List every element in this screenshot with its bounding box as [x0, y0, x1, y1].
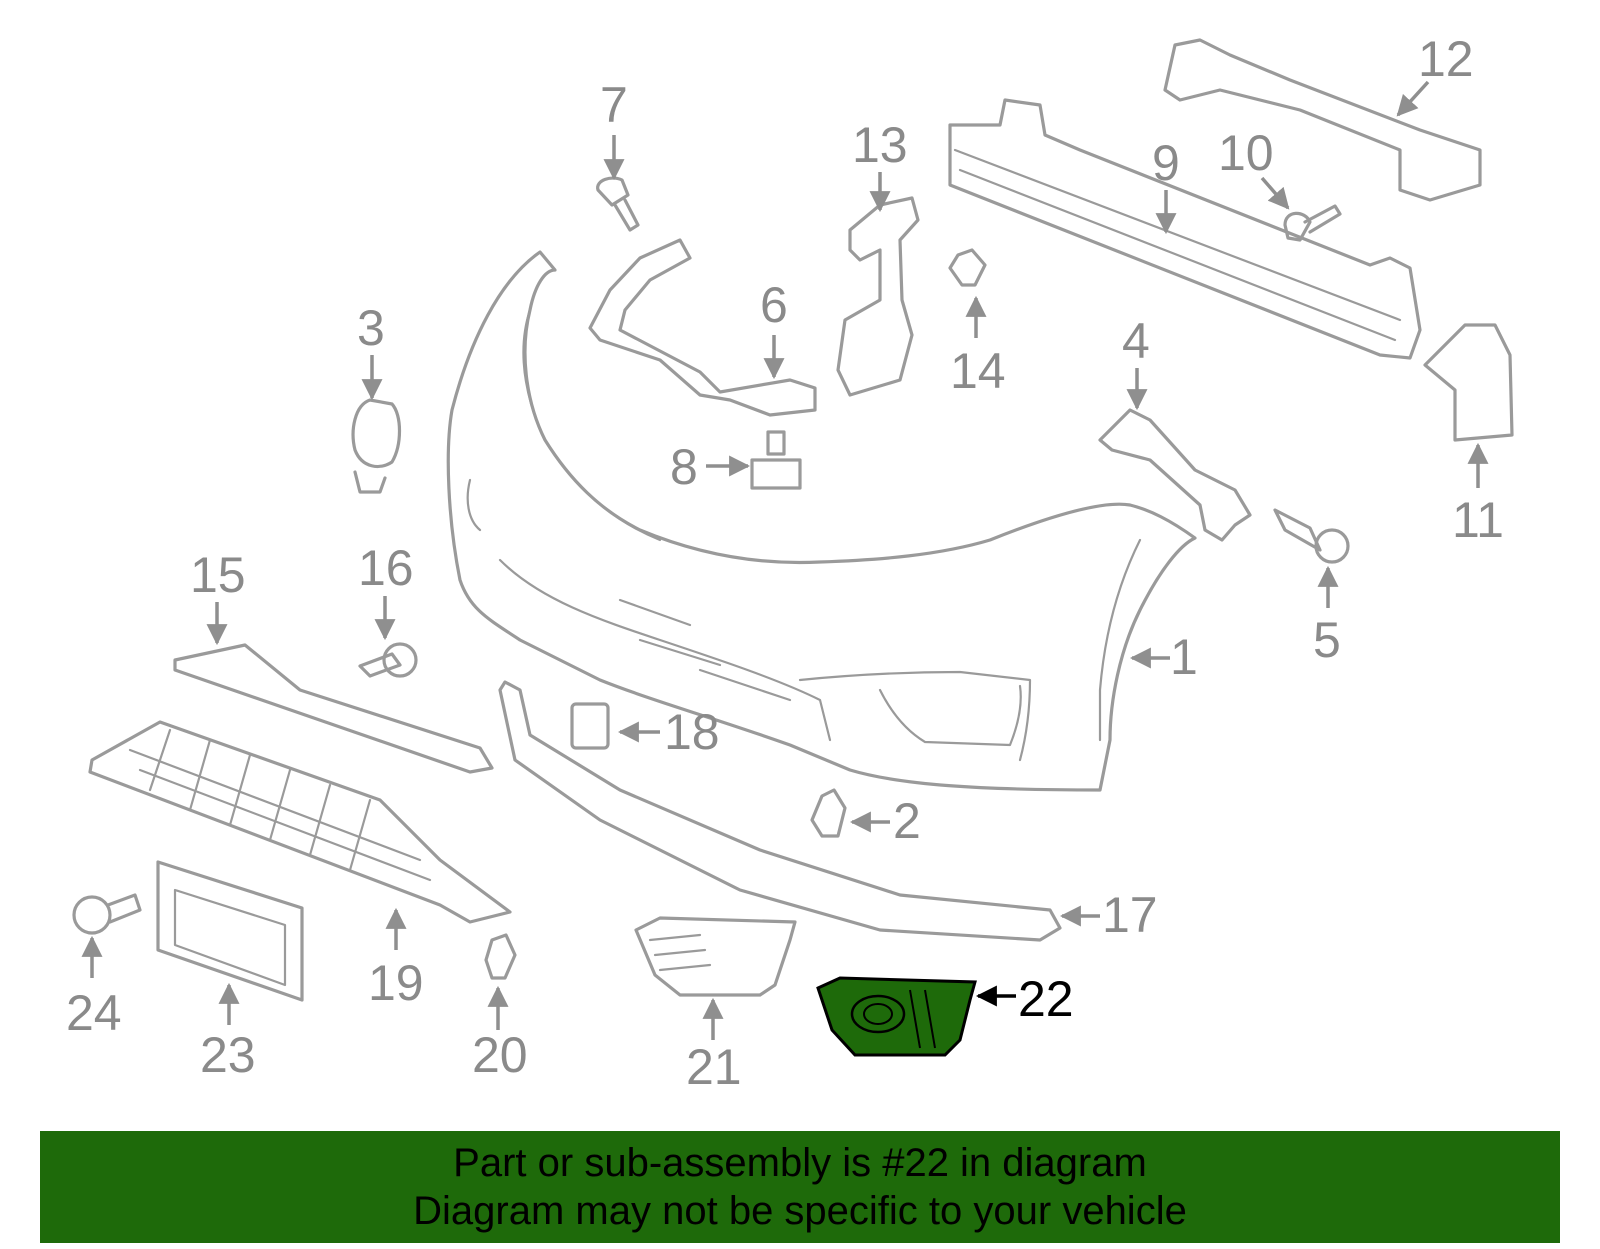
part-18-nut — [570, 702, 610, 750]
callout-4: 4 — [1122, 313, 1150, 369]
callout-23: 23 — [200, 1027, 256, 1083]
part-12-absorber — [1163, 38, 1482, 202]
callout-13: 13 — [852, 117, 908, 173]
part-19-lower-grille — [88, 720, 512, 924]
part-9-reinforcement — [948, 98, 1422, 360]
callout-22: 22 — [1018, 971, 1074, 1027]
callout-5: 5 — [1313, 612, 1341, 668]
callout-1: 1 — [1170, 629, 1198, 685]
callout-7: 7 — [600, 77, 628, 133]
callout-17: 17 — [1102, 887, 1158, 943]
callout-10: 10 — [1218, 125, 1274, 181]
part-6-bracket — [588, 238, 817, 417]
part-22-highlighted-garnish — [816, 976, 977, 1057]
callout-11: 11 — [1452, 492, 1504, 548]
callout-12: 12 — [1418, 31, 1474, 87]
part-24-screw — [72, 893, 142, 935]
part-7-bolt — [596, 176, 640, 232]
part-3-cap — [351, 398, 402, 494]
part-23-plate-bracket — [156, 860, 304, 1002]
callout-9: 9 — [1152, 135, 1180, 191]
callout-3: 3 — [357, 300, 385, 356]
callout-8: 8 — [670, 439, 698, 495]
part-16-clip — [358, 642, 418, 678]
callout-19: 19 — [368, 955, 424, 1011]
callout-24: 24 — [66, 985, 122, 1041]
part-21-garnish — [634, 916, 797, 997]
info-banner: Part or sub-assembly is #22 in diagram D… — [40, 1131, 1560, 1243]
callout-15: 15 — [190, 547, 246, 603]
part-11-bracket — [1423, 323, 1514, 442]
part-14-clip — [948, 248, 987, 287]
callout-arrows — [81, 80, 1489, 1040]
part-4-bracket — [1098, 408, 1252, 542]
parts-diagram: 1 2 3 4 5 6 7 8 9 10 11 12 13 14 15 16 1… — [66, 31, 1514, 1095]
part-10-bolt — [1283, 204, 1342, 242]
callout-20: 20 — [472, 1027, 528, 1083]
callout-16: 16 — [358, 540, 414, 596]
part-8-clip — [750, 430, 802, 490]
callout-2: 2 — [893, 793, 921, 849]
callout-6: 6 — [760, 277, 788, 333]
part-15-upper-grille — [173, 643, 494, 774]
part-20-clip — [484, 933, 517, 980]
banner-line-2: Diagram may not be specific to your vehi… — [413, 1189, 1187, 1233]
part-17-lower-molding — [498, 680, 1062, 942]
callout-14: 14 — [950, 343, 1006, 399]
callout-21: 21 — [686, 1039, 742, 1095]
part-1-bumper-cover — [446, 250, 1197, 792]
banner-line-1: Part or sub-assembly is #22 in diagram — [453, 1141, 1147, 1185]
part-5-screw — [1273, 508, 1350, 564]
callout-18: 18 — [664, 704, 720, 760]
part-2-clip — [810, 788, 847, 838]
part-13-bracket — [836, 196, 920, 397]
